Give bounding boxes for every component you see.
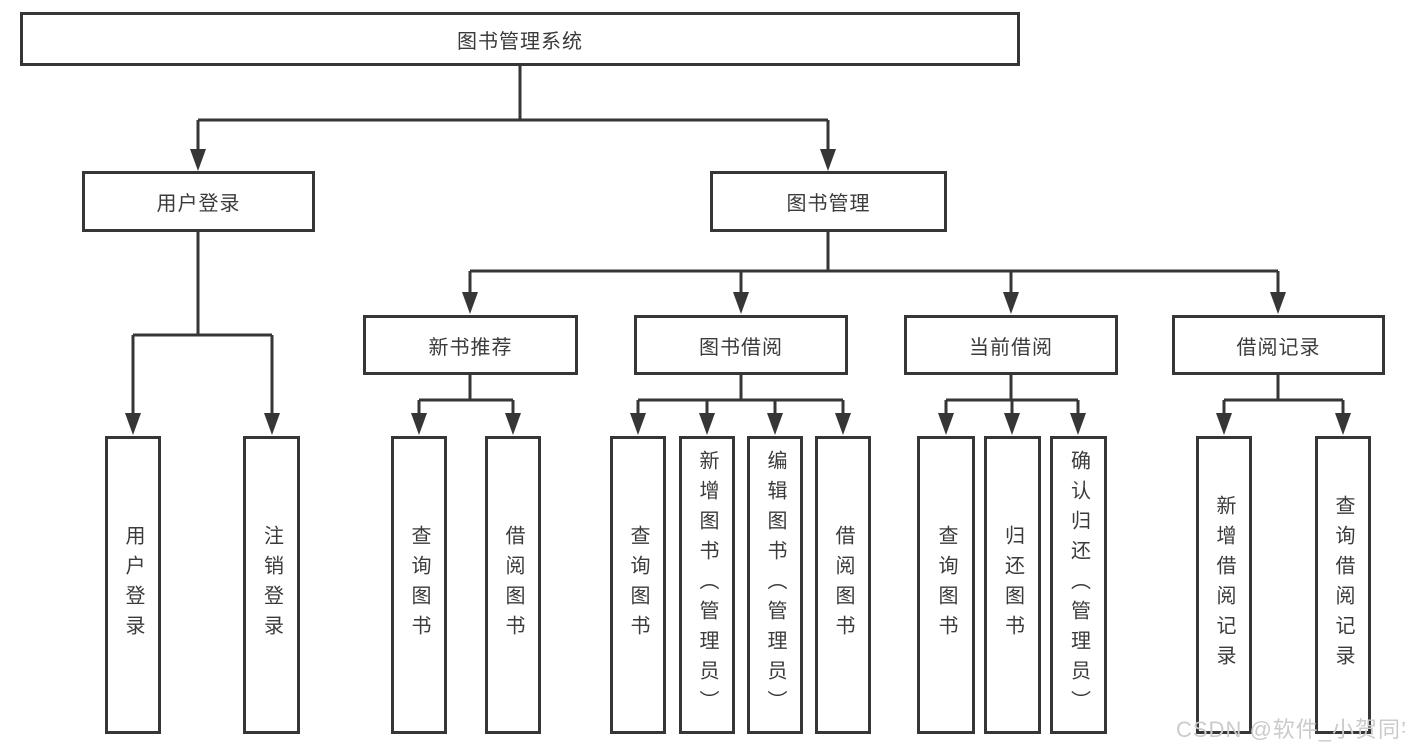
leaf-nbr-borrow-books: 借阅图书 bbox=[485, 436, 541, 734]
node-label: 图书管理系统 bbox=[457, 30, 583, 53]
node-borrowing-records: 借阅记录 bbox=[1172, 315, 1385, 375]
node-label: 图书借阅 bbox=[699, 336, 783, 359]
leaf-bb-add-books-admin: 新增图书（管理员） bbox=[679, 436, 735, 734]
leaf-br-add-borrow-record: 新增借阅记录 bbox=[1196, 436, 1252, 734]
node-label: 借阅记录 bbox=[1236, 336, 1321, 359]
leaf-label: 用户登录 bbox=[122, 525, 144, 645]
leaf-nbr-query-books: 查询图书 bbox=[391, 436, 447, 734]
leaf-bb-borrow-books: 借阅图书 bbox=[815, 436, 871, 734]
leaf-label: 查询图书 bbox=[935, 525, 957, 645]
leaf-logout: 注销登录 bbox=[243, 436, 300, 734]
csdn-watermark: CSDN @软件_小贺同学 bbox=[1176, 717, 1405, 742]
leaf-label: 查询图书 bbox=[408, 525, 430, 645]
leaf-label: 新增借阅记录 bbox=[1213, 495, 1235, 675]
leaf-br-query-borrow-record: 查询借阅记录 bbox=[1315, 436, 1371, 734]
node-book-borrowing: 图书借阅 bbox=[634, 315, 848, 375]
node-user-login: 用户登录 bbox=[82, 171, 315, 232]
leaf-cb-return-books: 归还图书 bbox=[984, 436, 1041, 734]
leaf-label: 编辑图书（管理员） bbox=[764, 450, 786, 720]
leaf-label: 确认归还（管理员） bbox=[1067, 450, 1090, 720]
leaf-label: 查询借阅记录 bbox=[1332, 495, 1354, 675]
node-library-management-system: 图书管理系统 bbox=[20, 12, 1020, 66]
leaf-user-login: 用户登录 bbox=[105, 436, 161, 734]
node-label: 图书管理 bbox=[786, 193, 871, 215]
leaf-label: 借阅图书 bbox=[832, 525, 854, 645]
leaf-label: 新增图书（管理员） bbox=[696, 450, 718, 720]
node-label: 用户登录 bbox=[156, 193, 241, 215]
leaf-label: 归还图书 bbox=[1001, 525, 1024, 645]
node-book-management: 图书管理 bbox=[710, 171, 947, 232]
leaf-cb-query-books: 查询图书 bbox=[917, 436, 975, 734]
leaf-bb-query-books: 查询图书 bbox=[610, 436, 666, 734]
leaf-label: 查询图书 bbox=[627, 525, 649, 645]
leaf-label: 借阅图书 bbox=[502, 525, 524, 645]
node-label: 新书推荐 bbox=[428, 336, 513, 359]
node-new-book-recommend: 新书推荐 bbox=[363, 315, 578, 375]
node-label: 当前借阅 bbox=[969, 336, 1053, 359]
leaf-bb-edit-books-admin: 编辑图书（管理员） bbox=[747, 436, 803, 734]
leaf-cb-confirm-return-admin: 确认归还（管理员） bbox=[1050, 436, 1107, 734]
node-current-borrowing: 当前借阅 bbox=[904, 315, 1118, 375]
leaf-label: 注销登录 bbox=[260, 525, 283, 645]
